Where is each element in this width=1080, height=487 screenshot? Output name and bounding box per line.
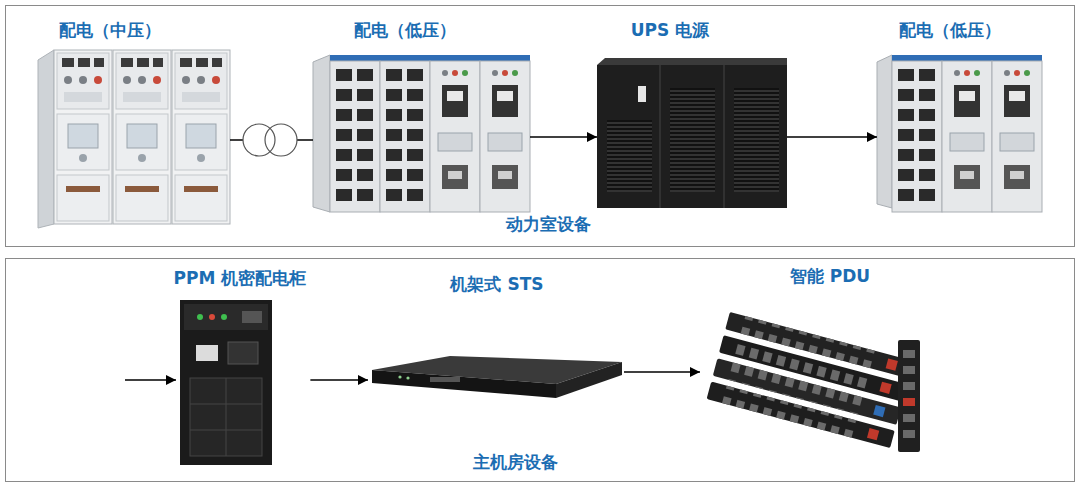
ups-cabinet-part	[597, 65, 787, 208]
smart-pdu-group-part	[903, 398, 915, 406]
medium-voltage-switchgear-part	[113, 50, 171, 224]
smart-pdu-group-part	[898, 340, 920, 452]
smart-pdu-group-part	[903, 430, 915, 438]
ppm-cabinet-part	[190, 378, 262, 456]
smart-pdu-group-part-part	[873, 405, 885, 417]
medium-voltage-switchgear-part	[172, 50, 230, 224]
ppm-cabinet-part	[196, 345, 218, 361]
smart-pdu-group	[707, 312, 920, 452]
ppm-cabinet-part	[184, 304, 268, 330]
smart-pdu-group-part	[903, 366, 915, 374]
ppm-cabinet-part	[242, 311, 262, 323]
smart-pdu-group-part-part	[721, 385, 861, 439]
smart-pdu-group-part	[707, 312, 914, 448]
ups-cabinet-part	[724, 65, 725, 208]
ppm-cabinet-part	[180, 300, 272, 465]
equipment-heading: 主机房设备	[473, 452, 558, 472]
ups-cabinet-part	[607, 120, 652, 192]
equipment-item: 机架式 STS	[368, 272, 624, 400]
ppm-cabinet	[180, 300, 272, 465]
low-voltage-cabinet-part	[330, 61, 380, 212]
equipment-item: 配电（低压）	[877, 18, 1042, 212]
low-voltage-cabinet-part	[877, 55, 892, 208]
equipment-heading: 配电（低压）	[354, 20, 456, 40]
equipment-item: PPM 机密配电柜	[170, 266, 311, 465]
smart-pdu-group-part	[903, 414, 915, 422]
low-voltage-cabinet-part	[380, 61, 430, 212]
rack-sts-device-part	[398, 375, 401, 378]
low-voltage-cabinet-part	[430, 61, 480, 212]
ppm-cabinet-part	[197, 314, 203, 320]
equipment-item: UPS 电源	[597, 18, 787, 208]
ups-cabinet-part	[670, 88, 715, 192]
flow-connector	[530, 136, 597, 137]
equipment-heading: 机架式 STS	[450, 274, 543, 294]
low-voltage-cabinet-part	[942, 61, 992, 212]
smart-pdu-group-part	[903, 350, 915, 358]
incoming-feed-arrow	[125, 379, 176, 380]
equipment-item: 配电（低压）	[313, 18, 530, 212]
rack-sts-device-part	[556, 362, 622, 398]
medium-voltage-switchgear-part	[38, 50, 54, 228]
low-voltage-cabinet-part	[313, 55, 330, 212]
equipment-heading: UPS 电源	[631, 20, 709, 40]
equipment-panel: 动力室设备 配电（中压） 配电（低压） UPS 电源 配电（低压）	[5, 5, 1075, 247]
low-voltage-cabinet	[313, 55, 530, 212]
equipment-item: 智能 PDU	[700, 264, 922, 455]
rack-sts-device-part	[406, 376, 409, 379]
ppm-cabinet-part	[228, 342, 258, 364]
ppm-cabinet-part	[209, 314, 215, 320]
smart-pdu-group-part-part	[867, 428, 879, 440]
equipment-item: 配电（中压）	[38, 18, 230, 228]
medium-voltage-switchgear-part	[54, 50, 112, 224]
medium-voltage-switchgear	[38, 50, 230, 228]
ppm-cabinet-part	[226, 378, 227, 456]
low-voltage-cabinet-part	[992, 61, 1042, 212]
low-voltage-cabinet-part	[892, 61, 942, 212]
rack-sts-device	[372, 356, 622, 398]
ups-cabinet-part	[597, 58, 787, 65]
ppm-cabinet-part	[221, 314, 227, 320]
flow-connector	[624, 371, 700, 372]
flow-connector	[787, 136, 877, 137]
equipment-heading: 动力室设备	[506, 214, 591, 234]
smart-pdu-group-part-part	[707, 381, 895, 448]
transformer-symbol-part	[265, 124, 297, 156]
ups-cabinet-part	[638, 86, 646, 102]
smart-pdu-group-part-part	[886, 359, 898, 371]
low-voltage-cabinet-part	[480, 61, 530, 212]
low-voltage-cabinet-part	[330, 55, 530, 61]
ups-cabinet-part	[734, 88, 779, 192]
equipment-heading: PPM 机密配电柜	[174, 268, 307, 288]
flow-connector	[310, 379, 368, 380]
low-voltage-cabinet-part	[892, 55, 1042, 61]
rack-sts-device-part	[372, 370, 556, 398]
smart-pdu-group-part-part	[879, 382, 891, 394]
equipment-panel: 主机房设备 PPM 机密配电柜 机架式 STS 智能 PDU	[5, 258, 1075, 482]
ups-cabinet-part	[660, 65, 661, 208]
smart-pdu-group-part	[903, 382, 915, 390]
transformer-symbol-part	[265, 124, 297, 156]
equipment-heading: 配电（中压）	[59, 20, 161, 40]
equipment-heading: 智能 PDU	[790, 266, 870, 286]
equipment-heading: 配电（低压）	[899, 20, 1001, 40]
ups-cabinet	[597, 58, 787, 208]
low-voltage-cabinet	[877, 55, 1042, 212]
rack-sts-device-part	[430, 377, 460, 382]
